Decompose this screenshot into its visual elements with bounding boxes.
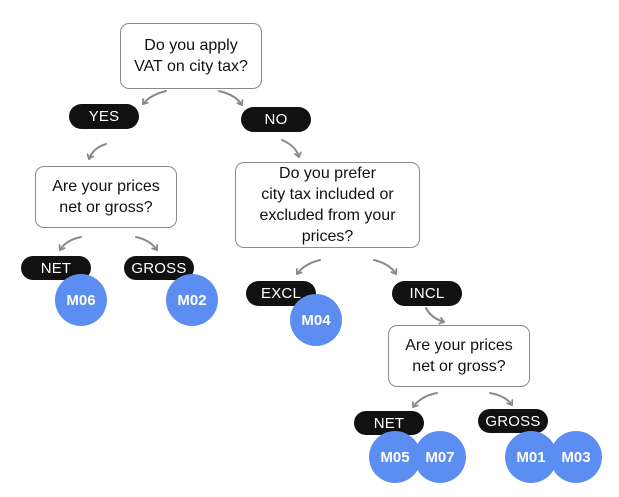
answer-incl: INCL: [392, 281, 462, 306]
mode-m03: M03: [550, 431, 602, 483]
arrow-vat-to-yes: [142, 90, 167, 105]
question-text: Are your prices net or gross?: [405, 337, 513, 375]
arrow-question-to-gross-2: [489, 392, 514, 406]
answer-no: NO: [241, 107, 311, 132]
question-text: Do you prefer city tax included or exclu…: [259, 165, 396, 245]
arrow-question-to-incl: [373, 259, 398, 275]
answer-gross-1: GROSS: [124, 256, 194, 280]
question-text: Do you apply VAT on city tax?: [134, 37, 248, 75]
arrow-question-to-excl: [295, 259, 321, 275]
mode-m06: M06: [55, 274, 107, 326]
mode-m07: M07: [414, 431, 466, 483]
arrow-question-to-gross-1: [135, 236, 159, 251]
mode-m04: M04: [290, 294, 342, 346]
question-text: Are your prices net or gross?: [52, 178, 160, 216]
arrow-vat-to-no: [218, 90, 244, 106]
arrow-question-to-net-2: [412, 392, 438, 408]
answer-yes: YES: [69, 104, 139, 129]
question-vat-on-city-tax: Do you apply VAT on city tax?: [120, 23, 262, 89]
answer-gross-2: GROSS: [478, 409, 548, 433]
question-prices-net-or-gross-yes: Are your prices net or gross?: [35, 166, 177, 228]
arrow-question-to-net-1: [58, 236, 82, 251]
mode-m02: M02: [166, 274, 218, 326]
mode-m05: M05: [369, 431, 421, 483]
mode-m01: M01: [505, 431, 557, 483]
question-prices-net-or-gross-incl: Are your prices net or gross?: [388, 325, 530, 387]
question-city-tax-preference: Do you prefer city tax included or exclu…: [235, 162, 420, 248]
arrow-incl-to-question: [425, 307, 445, 325]
arrow-no-to-question: [281, 139, 302, 158]
arrow-yes-to-question: [86, 143, 107, 160]
